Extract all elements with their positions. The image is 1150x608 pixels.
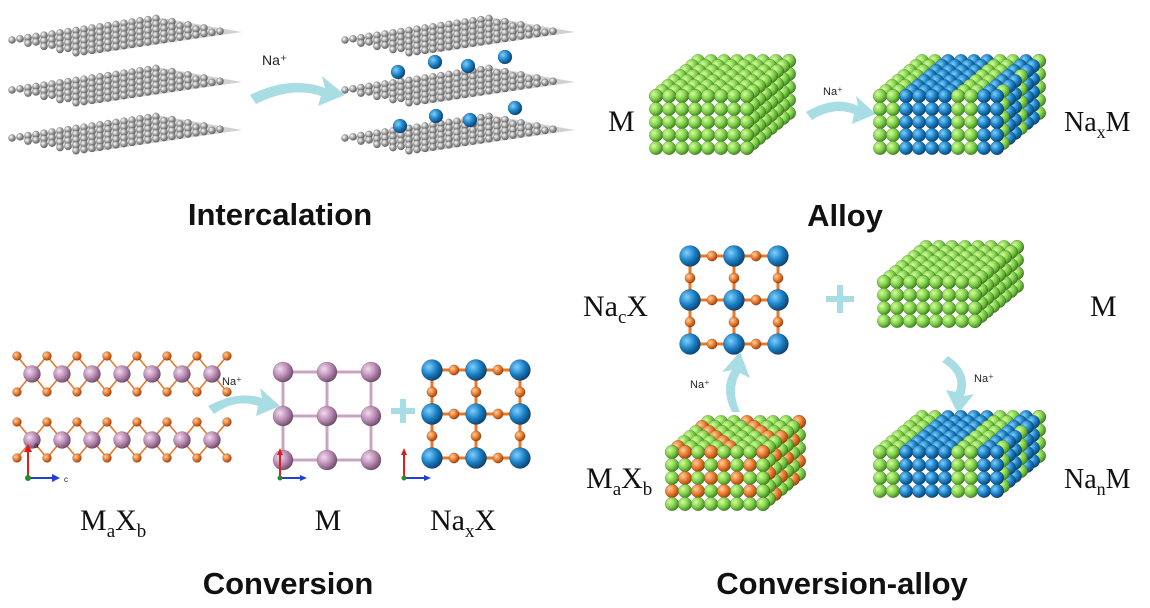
axis-label-a: a (34, 441, 39, 450)
conversion-arrow-label: Na⁺ (222, 376, 242, 388)
alloy-reactant-label: M (608, 105, 635, 138)
graphene-layers-pristine (8, 14, 242, 155)
conversion-alloy-bottom-right-label: NanM (1064, 464, 1131, 499)
conversion-alloy-left-arrow-label: Na⁺ (690, 379, 710, 391)
axis-label-c: c (64, 475, 68, 484)
axis-triad-icon (401, 448, 431, 481)
conversion-alloy-top-left-label: NacX (583, 290, 648, 328)
plus-icon (826, 285, 854, 313)
conversion-panel: a c Na⁺ MaXb M NaxX Conversion (12, 351, 531, 601)
graphene-layers-intercalated (341, 14, 575, 155)
reaction-arrow-icon (806, 96, 876, 124)
alloy-arrow-label: Na⁺ (823, 86, 843, 98)
plus-icon (391, 399, 415, 423)
metal-cube-icon (876, 239, 1025, 329)
layered-compound-icon (12, 351, 232, 463)
reaction-arrow-icon (722, 352, 750, 412)
conversion-alloy-panel: NacX M Na⁺ Na⁺ MaXb NanM Conversion-allo… (583, 239, 1131, 601)
axis-triad-icon: a c (24, 441, 68, 484)
alloy-panel: M Na⁺ NaxM Alloy (608, 53, 1131, 233)
intercalation-arrow-label: Na⁺ (262, 52, 287, 68)
intercalation-panel: Na⁺ Intercalation (8, 14, 575, 232)
conversion-reactant-label: MaXb (80, 504, 146, 542)
alloy-title: Alloy (807, 198, 884, 233)
lattice-grid-icon (272, 361, 382, 471)
reaction-arrow-icon (208, 388, 280, 416)
conversion-alloy-title: Conversion-alloy (716, 566, 968, 601)
alloy-cube-icon (872, 53, 1047, 156)
conversion-alloy-bottom-left-label: MaXb (586, 462, 652, 500)
reaction-arrow-icon (942, 356, 974, 414)
axis-triad-icon (277, 448, 307, 481)
conversion-product1-label: M (315, 504, 342, 537)
conversion-product2-label: NaxX (430, 504, 496, 542)
intercalated-sodium-ions (390, 49, 523, 134)
conversion-compound-cube-icon (664, 414, 807, 512)
conversion-alloy-right-arrow-label: Na⁺ (974, 373, 994, 385)
metal-cube-icon (648, 53, 797, 156)
conversion-title: Conversion (203, 566, 374, 601)
alloy-cube-icon (872, 409, 1047, 499)
intercalation-title: Intercalation (188, 197, 372, 232)
alloy-product-label: NaxM (1064, 107, 1131, 142)
conversion-alloy-top-right-label: M (1090, 290, 1117, 323)
lattice-grid-icon (679, 245, 789, 355)
reaction-arrow-icon (250, 76, 345, 106)
lattice-grid-icon (421, 359, 531, 469)
